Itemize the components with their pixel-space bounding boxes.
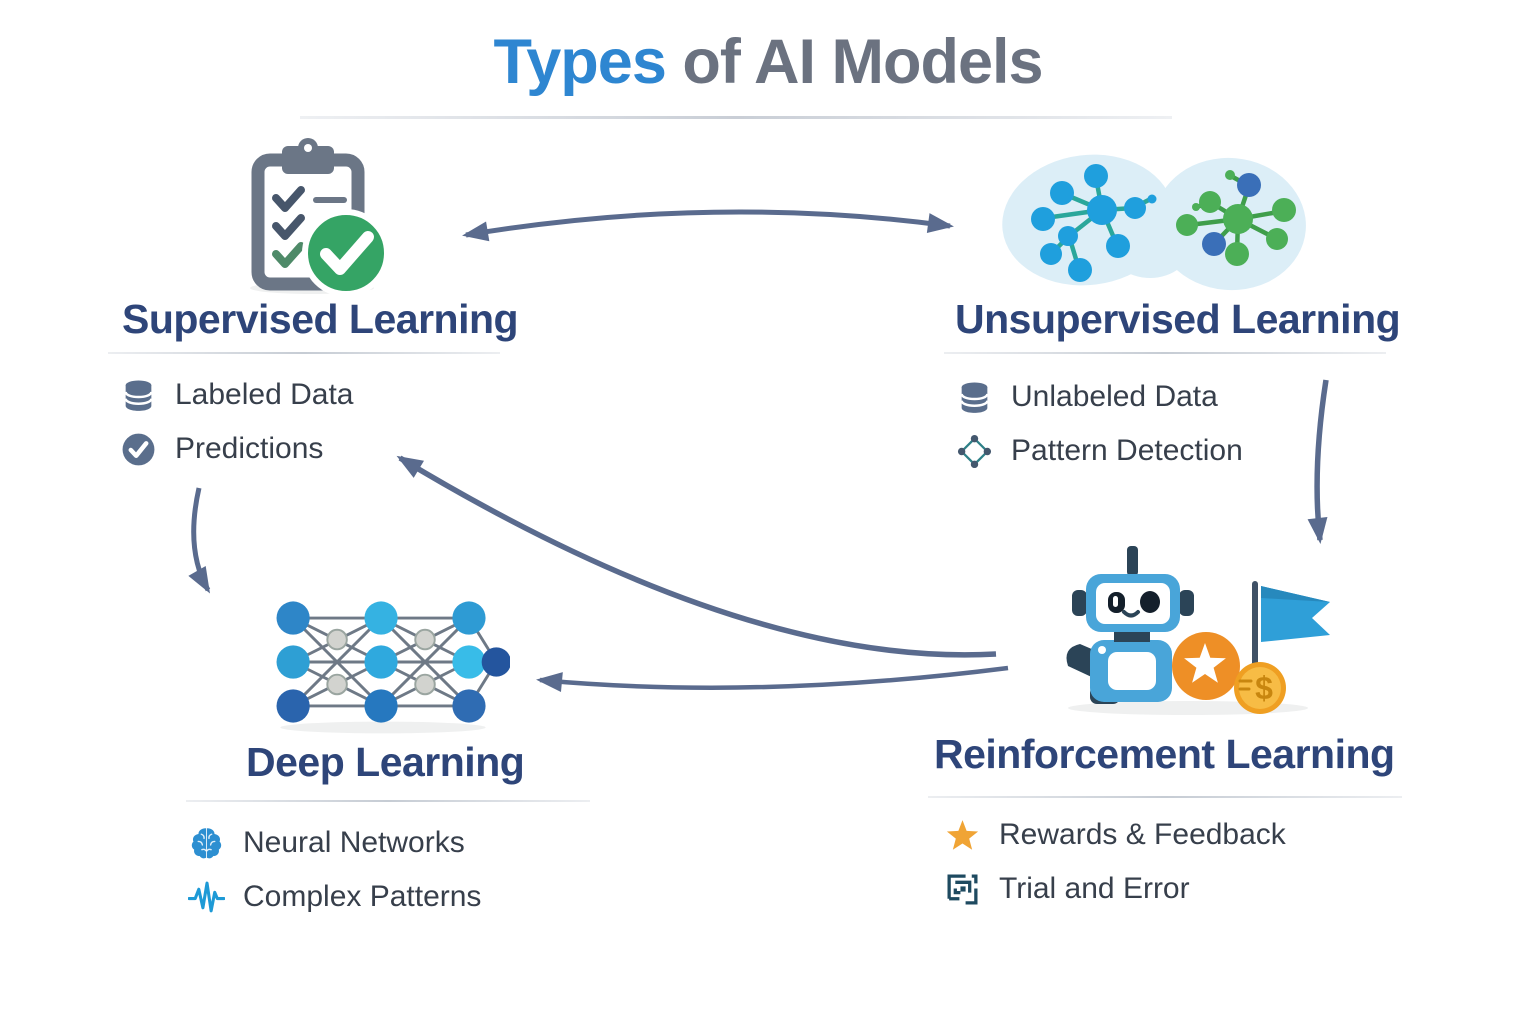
arrow-unsupervised-to-reinforcement [1307, 379, 1329, 544]
title-rest: of AI Models [665, 27, 1043, 97]
list-item: Unlabeled Data [956, 376, 1243, 418]
list-item: Pattern Detection [956, 430, 1243, 472]
clipboard-checklist-icon [226, 136, 398, 298]
unsupervised-feature-list: Unlabeled Data Pattern Detection [956, 376, 1243, 472]
heading-unsupervised-learning: Unsupervised Learning [955, 296, 1401, 342]
database-icon [120, 377, 157, 414]
arrow-predictions-to-deep [188, 487, 211, 594]
divider-deep [186, 800, 590, 802]
list-item: Predictions [120, 428, 353, 470]
maze-icon [944, 871, 981, 908]
list-item: Trial and Error [944, 868, 1286, 910]
divider-reinforcement [928, 796, 1402, 798]
list-item: Complex Patterns [188, 876, 481, 918]
brain-icon [188, 825, 225, 862]
deep-feature-list: Neural Networks Complex Patterns [188, 822, 481, 918]
list-item-label: Complex Patterns [243, 880, 482, 913]
heading-deep-learning: Deep Learning [246, 739, 525, 785]
check-circle-icon [120, 431, 157, 468]
list-item: Neural Networks [188, 822, 481, 864]
divider-unsupervised [944, 352, 1386, 354]
list-item-label: Neural Networks [243, 826, 465, 859]
robot-reward-icon: $ [1028, 538, 1348, 718]
arrow-supervised-unsupervised [462, 209, 954, 242]
title-highlight: Types [493, 27, 666, 97]
neural-network-icon [256, 588, 510, 736]
list-item: Rewards & Feedback [944, 814, 1286, 856]
pattern-diamond-icon [956, 433, 993, 470]
star-icon [944, 817, 981, 854]
cluster-nodes-icon [1000, 146, 1308, 298]
reinforcement-feature-list: Rewards & Feedback Trial and Error [944, 814, 1286, 910]
list-item-label: Labeled Data [175, 378, 354, 411]
page-title: Types of AI Models [0, 26, 1536, 98]
list-item-label: Pattern Detection [1011, 434, 1243, 467]
title-divider [300, 116, 1172, 119]
divider-supervised [108, 352, 500, 354]
heading-reinforcement-learning: Reinforcement Learning [934, 731, 1395, 777]
list-item-label: Predictions [175, 432, 324, 465]
svg-text:$: $ [1255, 670, 1273, 706]
list-item-label: Trial and Error [999, 872, 1190, 905]
list-item-label: Unlabeled Data [1011, 380, 1218, 413]
waveform-icon [188, 879, 225, 916]
list-item: Labeled Data [120, 374, 353, 416]
arrow-reinforcement-to-deep [536, 665, 1009, 692]
heading-supervised-learning: Supervised Learning [122, 296, 519, 342]
supervised-feature-list: Labeled Data Predictions [120, 374, 353, 470]
list-item-label: Rewards & Feedback [999, 818, 1286, 851]
database-icon [956, 379, 993, 416]
